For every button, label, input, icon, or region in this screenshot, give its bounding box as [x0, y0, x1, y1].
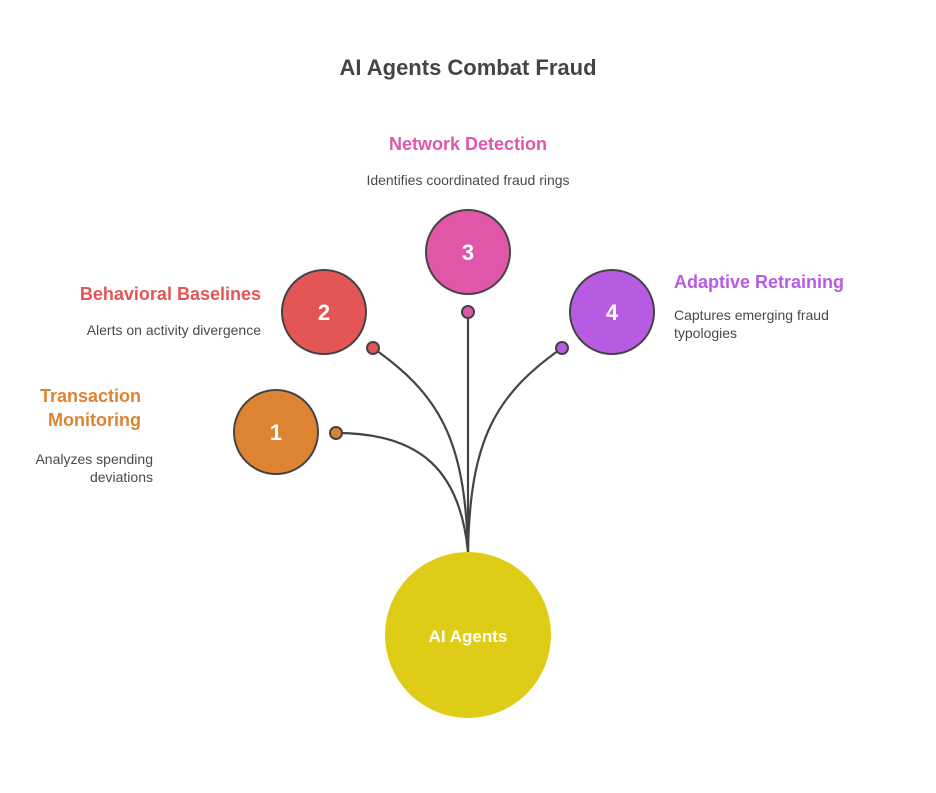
item-desc-1-line-1: Analyzes spending — [35, 451, 153, 467]
item-desc-4-line-2: typologies — [674, 325, 737, 341]
item-title-3: Network Detection — [389, 134, 547, 154]
node-circle-4 — [569, 269, 655, 355]
connector-2 — [372, 347, 470, 553]
node-circle-1 — [233, 389, 319, 475]
endpoint-dot-4 — [555, 341, 569, 355]
item-title-1-line-1: Transaction — [40, 386, 141, 406]
connector-1 — [335, 431, 470, 553]
node-1: 1 — [233, 389, 319, 475]
label-1: Transaction Monitoring Analyzes spending… — [35, 386, 153, 485]
connectors — [335, 312, 563, 553]
node-number-1: 1 — [270, 420, 282, 445]
node-3: 3 — [425, 209, 511, 295]
item-title-1-line-2: Monitoring — [48, 410, 141, 430]
label-4: Adaptive Retraining Captures emerging fr… — [674, 272, 844, 341]
item-title-2: Behavioral Baselines — [80, 284, 261, 304]
hub-circle — [385, 552, 551, 718]
node-number-2: 2 — [318, 300, 330, 325]
node-circle-2 — [281, 269, 367, 355]
node-number-3: 3 — [462, 240, 474, 265]
endpoint-dot-1 — [329, 426, 343, 440]
diagram-title: AI Agents Combat Fraud — [339, 55, 596, 80]
item-desc-4-line-1: Captures emerging fraud — [674, 307, 829, 323]
hub-node: AI Agents — [385, 552, 551, 718]
node-4: 4 — [569, 269, 655, 355]
endpoint-dot-3 — [461, 305, 475, 319]
node-circle-3 — [425, 209, 511, 295]
connector-4 — [466, 347, 563, 553]
item-desc-3: Identifies coordinated fraud rings — [366, 172, 569, 188]
item-desc-2: Alerts on activity divergence — [87, 322, 262, 338]
label-2: Behavioral Baselines Alerts on activity … — [80, 284, 261, 338]
item-desc-1-line-2: deviations — [90, 469, 153, 485]
node-2: 2 — [281, 269, 367, 355]
endpoint-dot-2 — [366, 341, 380, 355]
label-3: Network Detection Identifies coordinated… — [366, 134, 569, 188]
hub-label: AI Agents — [429, 627, 508, 646]
node-number-4: 4 — [606, 300, 619, 325]
item-title-4: Adaptive Retraining — [674, 272, 844, 292]
